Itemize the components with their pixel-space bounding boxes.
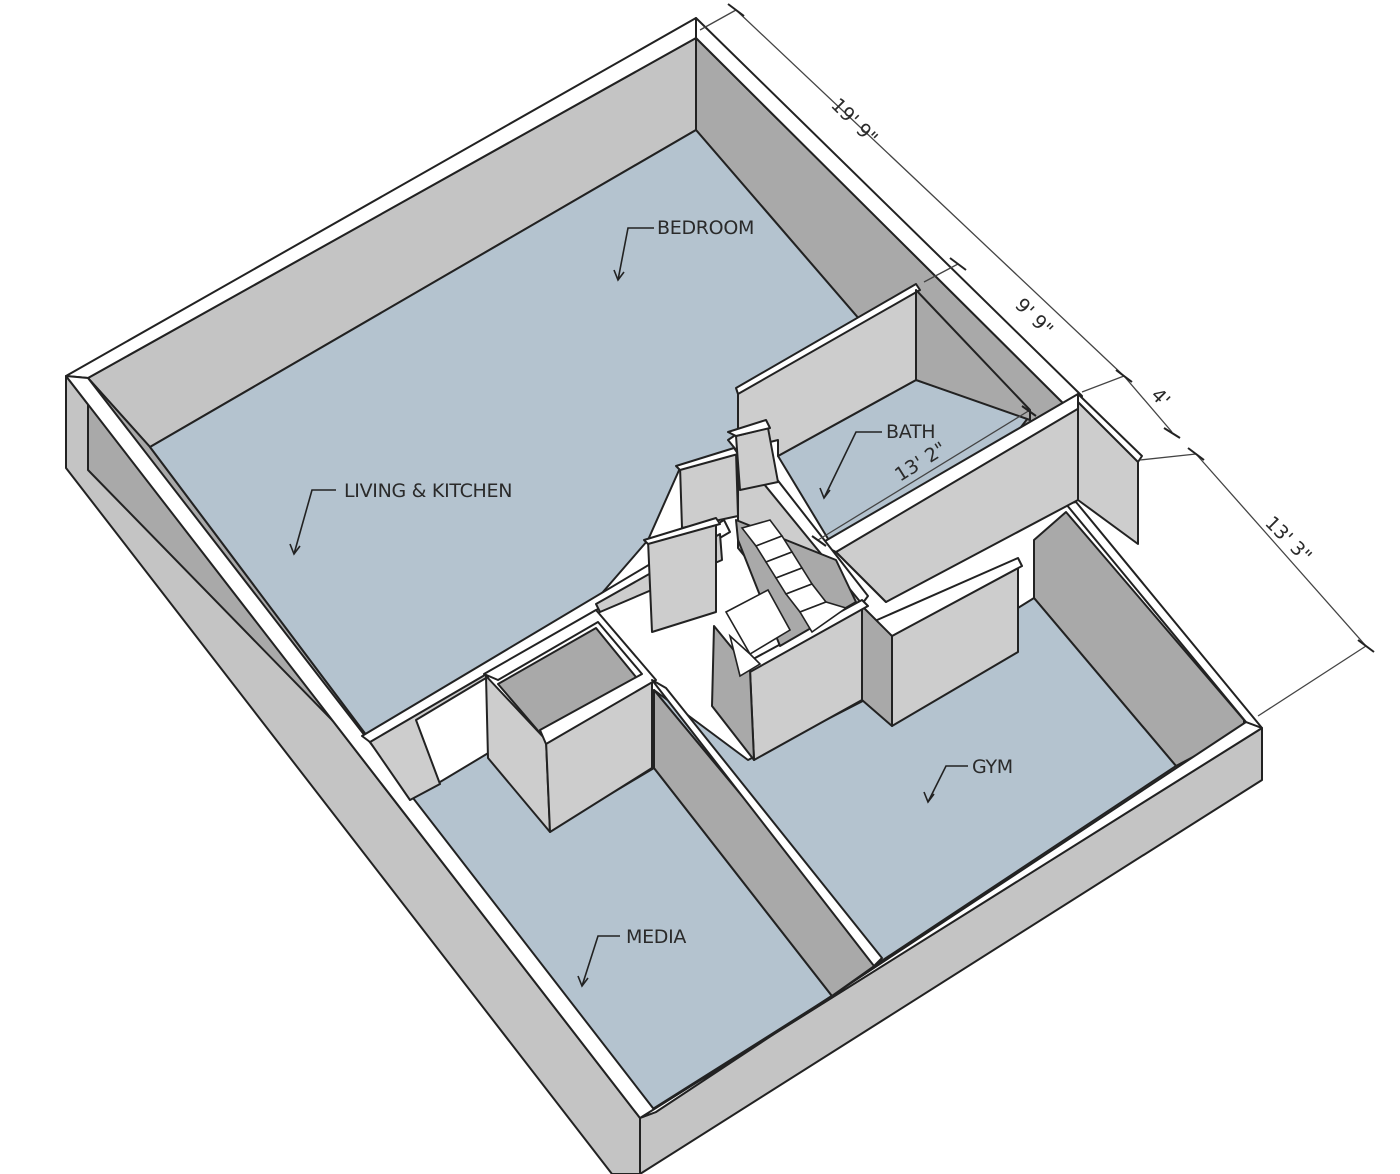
living-kitchen-label: LIVING & KITCHEN: [344, 480, 512, 502]
dimension-lines: [699, 3, 1375, 717]
bath-label-group: BATH: [819, 421, 936, 500]
door-lower-cap: [643, 517, 721, 545]
bedroom-label-group: BEDROOM: [613, 217, 754, 282]
bedroom-bath-wall-cap: [735, 283, 921, 395]
door-bath-cap: [727, 419, 771, 437]
gym-label: GYM: [972, 756, 1013, 778]
media-label-group: MEDIA: [577, 926, 687, 988]
closet-box-cap: [483, 609, 657, 745]
dim-19-9: 19' 9": [826, 94, 881, 149]
bath-back-wall: [915, 289, 1031, 421]
living-kitchen-label-group: LIVING & KITCHEN: [289, 480, 512, 556]
staircase: [724, 519, 857, 678]
bedroom-label: BEDROOM: [657, 217, 754, 239]
closet-wall-cap: [1077, 393, 1143, 463]
media-label: MEDIA: [626, 926, 686, 948]
living-media-cap: [361, 519, 731, 743]
media-gym-cap: [651, 679, 883, 967]
bath-label: BATH: [886, 421, 935, 443]
gym-label-group: GYM: [923, 756, 1013, 804]
